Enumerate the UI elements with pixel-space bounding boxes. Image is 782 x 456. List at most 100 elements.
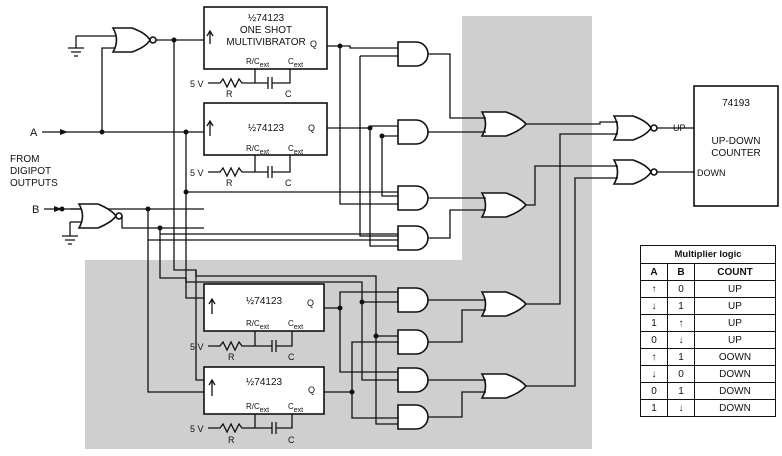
cell-a: 1 [640, 314, 668, 332]
cell-a: 0 [640, 382, 668, 400]
counter-name: UP-DOWN [712, 136, 761, 147]
chip-name: MULTIVIBRATOR [226, 37, 305, 48]
or-gate-2 [480, 192, 528, 218]
capacitor-label: C [288, 435, 295, 445]
and-gate-7 [397, 367, 429, 393]
or-gate-4 [480, 373, 528, 399]
and-gate-2 [397, 119, 429, 145]
supply-label: 5 V [190, 168, 204, 178]
one-shot-multivibrator-1 [203, 6, 328, 70]
trigger-arrow-icon [206, 119, 214, 136]
table-header-b: B [667, 263, 695, 281]
rc-network [208, 155, 291, 178]
counter-name: COUNTER [711, 148, 760, 159]
cell-count: DOWN [694, 365, 776, 383]
cell-b: ↓ [667, 331, 695, 349]
cell-count: DOWN [694, 399, 776, 417]
q-pin-label: Q [308, 385, 315, 395]
supply-label: 5 V [190, 424, 204, 434]
rc-network [208, 331, 293, 352]
table-row: 1↓DOWN [640, 399, 776, 417]
capacitor-label: C [285, 178, 292, 188]
nor-gate-up [612, 115, 652, 141]
resistor-label: R [226, 178, 233, 188]
cell-b: 1 [667, 297, 695, 315]
and-gate-6 [397, 329, 429, 355]
shaded-region [85, 16, 592, 449]
input-a-label: A [30, 127, 38, 139]
cell-count: UP [694, 331, 776, 349]
chip-name: ONE SHOT [240, 25, 292, 36]
nor-gate-b [77, 203, 117, 229]
ground-icon [68, 36, 84, 57]
rc-network [208, 69, 291, 89]
one-shot-multivibrator-4 [203, 366, 325, 415]
cell-a: ↓ [640, 297, 668, 315]
trigger-arrow-icon [206, 29, 214, 44]
cell-a: 0 [640, 331, 668, 349]
and-gate-3 [397, 185, 429, 211]
rc-network [208, 414, 293, 434]
resistor-label: R [226, 89, 233, 99]
trigger-arrow-icon [208, 378, 216, 396]
cell-b: ↓ [667, 399, 695, 417]
cell-b: 0 [667, 280, 695, 298]
up-down-counter [693, 85, 779, 207]
q-pin-label: Q [308, 123, 315, 133]
cell-a: ↑ [640, 280, 668, 298]
from-label-1: FROM [10, 154, 39, 165]
or-gate-1 [480, 111, 528, 137]
and-gate-1 [397, 41, 429, 67]
one-shot-multivibrator-2 [203, 102, 328, 156]
from-label-2: DIGIPOT [10, 166, 51, 177]
cell-count: UP [694, 314, 776, 332]
capacitor-label: C [285, 89, 292, 99]
resistor-label: R [228, 435, 235, 445]
chip-label: ½74123 [246, 377, 283, 388]
table-title: Multiplier logic [640, 245, 776, 264]
or-gate-3 [480, 291, 528, 317]
trigger-arrow-icon [208, 297, 216, 314]
chip-label: ½74123 [248, 123, 285, 134]
cell-a: 1 [640, 399, 668, 417]
cell-count: UP [694, 280, 776, 298]
cell-b: 1 [667, 348, 695, 366]
chip-label: ½74123 [248, 13, 285, 24]
q-pin-label: Q [310, 39, 317, 49]
cell-count: DOWN [694, 382, 776, 400]
cell-a: ↑ [640, 348, 668, 366]
resistor-label: R [228, 352, 235, 362]
counter-part-label: 74193 [722, 98, 750, 109]
nor-gate-down [612, 159, 652, 185]
q-pin-label: Q [307, 298, 314, 308]
cell-b: 0 [667, 365, 695, 383]
table-row: 1↑UP [640, 314, 776, 332]
cell-count: OOWN [694, 348, 776, 366]
and-gate-5 [397, 287, 429, 313]
supply-label: 5 V [190, 79, 204, 89]
from-label-3: OUTPUTS [10, 178, 58, 189]
chip-label: ½74123 [246, 296, 283, 307]
table-header-count: COUNT [694, 263, 776, 281]
capacitor-label: C [288, 352, 295, 362]
table-header-a: A [640, 263, 668, 281]
and-gate-8 [397, 404, 429, 430]
nor-gate-a [111, 27, 151, 53]
input-b-label: B [32, 204, 39, 216]
cell-a: ↓ [640, 365, 668, 383]
ground-icon [62, 222, 78, 245]
cell-b: ↑ [667, 314, 695, 332]
down-pin-label: DOWN [697, 168, 726, 178]
and-gate-4 [397, 225, 429, 251]
table-row: 0↓UP [640, 331, 776, 349]
supply-label: 5 V [190, 342, 204, 352]
cell-count: UP [694, 297, 776, 315]
